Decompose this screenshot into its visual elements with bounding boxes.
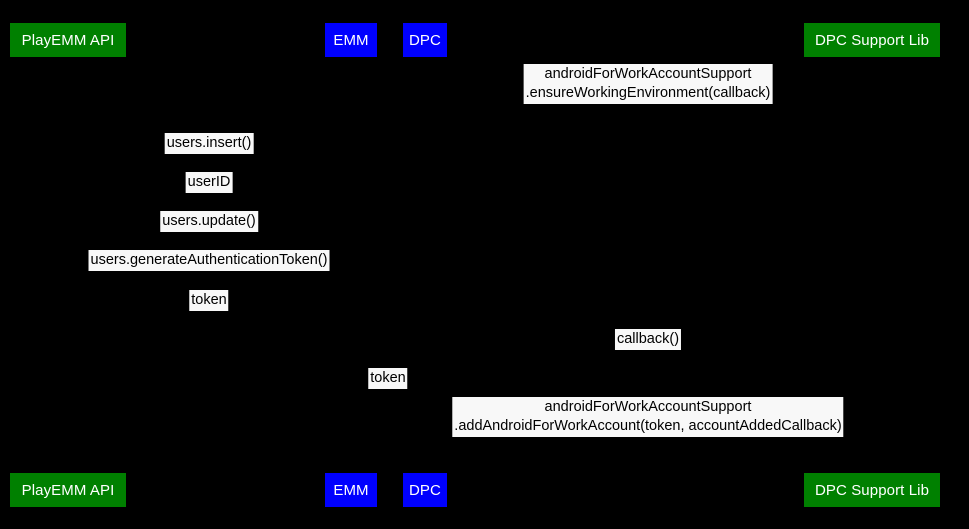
message-label-callback: callback() [614, 329, 682, 350]
participant-emm-bottom[interactable]: EMM [325, 473, 377, 507]
message-label-ensure-working-environment: androidForWorkAccountSupport .ensureWorki… [523, 64, 773, 104]
message-label-token-response: token [189, 290, 229, 311]
participant-label: DPC Support Lib [814, 481, 930, 499]
participant-label: EMM [333, 481, 369, 499]
participant-label: DPC Support Lib [814, 31, 930, 49]
participant-dpc-support-lib-top[interactable]: DPC Support Lib [804, 23, 940, 57]
message-text-line-1: users.insert() [166, 135, 252, 151]
participant-emm-top[interactable]: EMM [325, 23, 377, 57]
message-label-add-android-for-work-account: androidForWorkAccountSupport .addAndroidF… [452, 397, 844, 437]
message-text-line-1: userID [187, 174, 231, 190]
participant-playemm-api-bottom[interactable]: PlayEMM API [10, 473, 126, 507]
participant-dpc-bottom[interactable]: DPC [403, 473, 447, 507]
message-text-line-1: androidForWorkAccountSupport [544, 399, 752, 415]
message-text-line-2: .addAndroidForWorkAccount(token, account… [454, 418, 842, 434]
participant-dpc-support-lib-bottom[interactable]: DPC Support Lib [804, 473, 940, 507]
participant-label: DPC [409, 31, 441, 49]
message-text-line-1: users.generateAuthenticationToken() [90, 252, 328, 268]
participant-label: DPC [409, 481, 441, 499]
message-text-line-1: callback() [616, 331, 680, 347]
message-label-user-id: userID [185, 172, 233, 193]
participant-dpc-top[interactable]: DPC [403, 23, 447, 57]
message-text-line-1: users.update() [162, 213, 256, 229]
message-label-token-forward: token [368, 368, 408, 389]
message-text-line-1: token [191, 292, 227, 308]
participant-label: EMM [333, 31, 369, 49]
message-text-line-1: androidForWorkAccountSupport [544, 66, 752, 82]
message-label-users-insert: users.insert() [164, 133, 254, 154]
message-text-line-1: token [370, 370, 406, 386]
participant-label: PlayEMM API [21, 481, 115, 499]
participant-playemm-api-top[interactable]: PlayEMM API [10, 23, 126, 57]
message-label-users-update: users.update() [160, 211, 258, 232]
message-label-generate-authentication-token: users.generateAuthenticationToken() [88, 250, 330, 271]
participant-label: PlayEMM API [21, 31, 115, 49]
message-text-line-2: .ensureWorkingEnvironment(callback) [525, 85, 771, 101]
